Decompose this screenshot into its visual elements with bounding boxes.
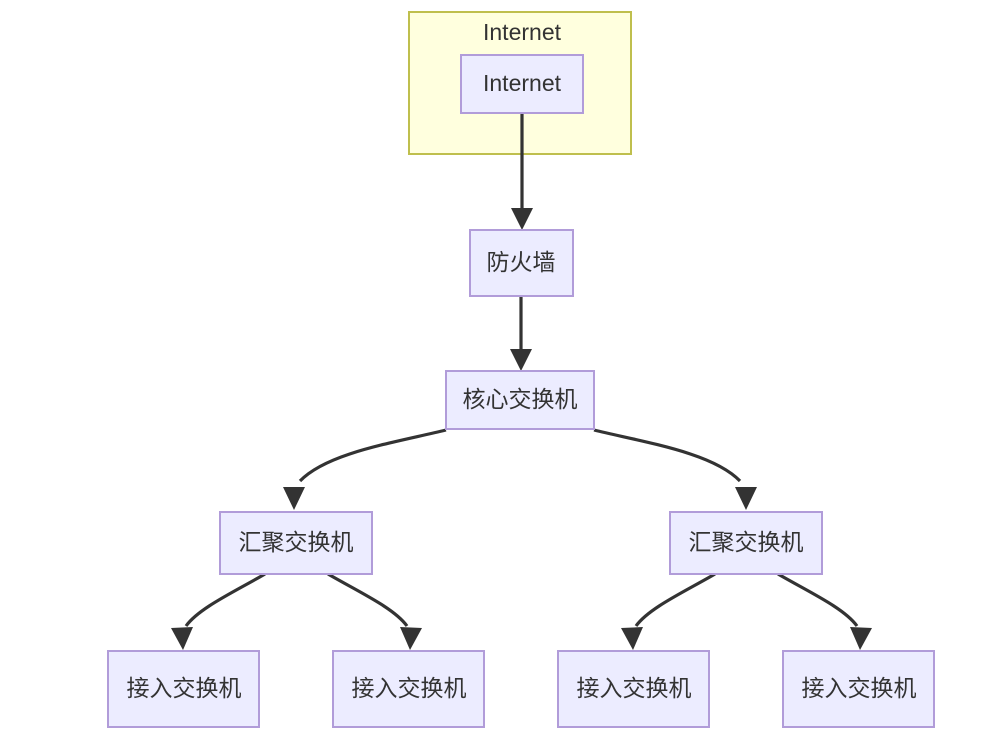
node-access-switch-3[interactable]: 接入交换机: [557, 650, 710, 728]
edge-aggregation-2-access-4-path: [777, 572, 859, 627]
edge-aggregation-2-access-3[interactable]: [621, 572, 716, 650]
edge-aggregation-1-access-1[interactable]: [171, 572, 266, 650]
node-access-switch-1-box: [107, 650, 260, 728]
edge-internet-firewall[interactable]: [511, 113, 533, 230]
edge-core-switch-aggregation-1-arrow: [283, 487, 305, 510]
node-access-switch-4[interactable]: 接入交换机: [782, 650, 935, 728]
edge-aggregation-2-access-4-arrow: [850, 627, 872, 650]
node-access-switch-3-label: 接入交换机: [577, 675, 692, 701]
edge-core-switch-aggregation-2[interactable]: [593, 428, 757, 510]
node-internet-label: Internet: [483, 70, 562, 96]
node-access-switch-2[interactable]: 接入交换机: [332, 650, 485, 728]
edge-core-switch-aggregation-2-arrow: [735, 487, 757, 510]
edge-aggregation-1-access-2-arrow: [400, 627, 422, 650]
edge-aggregation-2-access-4[interactable]: [777, 572, 872, 650]
node-internet[interactable]: Internet: [460, 54, 584, 114]
node-layer: Internet 防火墙 核心交换机 汇聚交换机 汇聚交换机 接入交换机 接入交…: [107, 54, 935, 728]
node-core-switch-label: 核心交换机: [463, 386, 578, 412]
node-access-switch-2-box: [332, 650, 485, 728]
edge-aggregation-1-access-2[interactable]: [327, 572, 422, 650]
node-aggregation-switch-1-box: [219, 511, 373, 575]
node-aggregation-switch-1[interactable]: 汇聚交换机: [219, 511, 373, 575]
edge-aggregation-1-access-1-path: [184, 572, 266, 627]
edge-core-switch-aggregation-1[interactable]: [283, 428, 447, 510]
edge-core-switch-aggregation-1-path: [298, 428, 447, 483]
node-access-switch-4-label: 接入交换机: [802, 675, 917, 701]
node-access-switch-4-box: [782, 650, 935, 728]
edge-aggregation-2-access-3-arrow: [621, 627, 643, 650]
node-core-switch-box: [445, 370, 595, 430]
node-firewall[interactable]: 防火墙: [469, 229, 574, 297]
node-access-switch-1[interactable]: 接入交换机: [107, 650, 260, 728]
subgraph-internet[interactable]: Internet: [408, 11, 632, 155]
edge-aggregation-2-access-3-path: [634, 572, 716, 627]
edge-aggregation-1-access-1-arrow: [171, 627, 193, 650]
edge-core-switch-aggregation-2-path: [593, 428, 742, 483]
node-core-switch[interactable]: 核心交换机: [445, 370, 595, 430]
node-aggregation-switch-2-box: [669, 511, 823, 575]
edge-aggregation-1-access-2-path: [327, 572, 409, 627]
node-access-switch-1-label: 接入交换机: [127, 675, 242, 701]
edge-firewall-core-switch[interactable]: [510, 296, 532, 371]
node-access-switch-3-box: [557, 650, 710, 728]
edge-internet-firewall-arrow: [511, 208, 533, 230]
node-aggregation-switch-2-label: 汇聚交换机: [689, 529, 804, 555]
node-aggregation-switch-2[interactable]: 汇聚交换机: [669, 511, 823, 575]
subgraph-internet-title: Internet: [483, 19, 562, 45]
edge-firewall-core-switch-arrow: [510, 349, 532, 371]
node-internet-box: [460, 54, 584, 114]
node-access-switch-2-label: 接入交换机: [352, 675, 467, 701]
edge-layer: [171, 113, 872, 650]
node-firewall-box: [469, 229, 574, 297]
node-aggregation-switch-1-label: 汇聚交换机: [239, 529, 354, 555]
node-firewall-label: 防火墙: [487, 249, 556, 275]
